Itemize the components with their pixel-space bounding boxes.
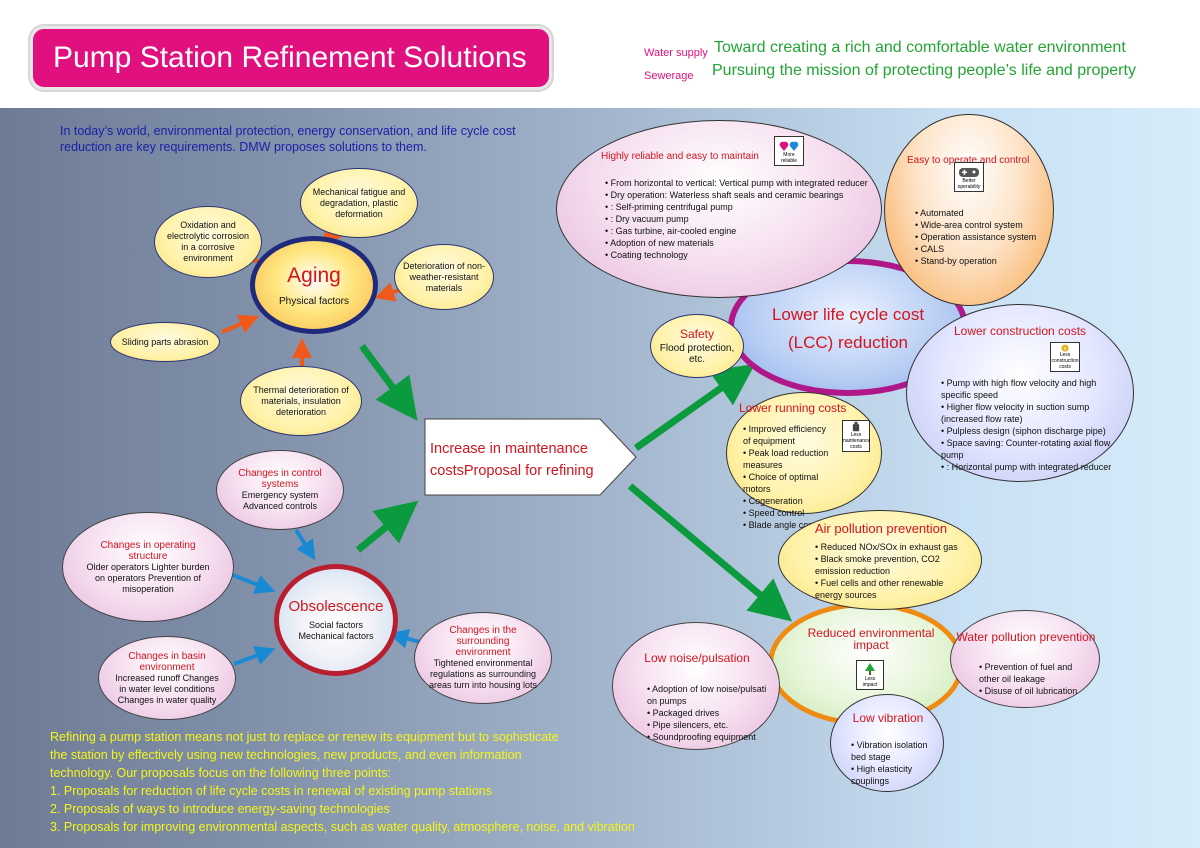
list-item: Operation assistance system — [915, 231, 1055, 243]
list-item: Speed control — [743, 507, 831, 519]
list-item: Prevention of fuel and other oil leakage — [979, 661, 1095, 685]
reliable-list: From horizontal to vertical: Vertical pu… — [605, 177, 875, 261]
construction-list: Pump with high flow velocity and high sp… — [941, 377, 1117, 473]
arrow-center-to-env — [627, 483, 793, 622]
vibration-list: Vibration isolation bed stageHigh elasti… — [851, 739, 937, 787]
list-item: Higher flow velocity in suction sump (in… — [941, 401, 1117, 425]
list-item: : Dry vacuum pump — [605, 213, 875, 225]
footer-line-2: the station by effectively using new tec… — [50, 748, 522, 762]
center-box-text: Increase in maintenance costsProposal fo… — [430, 441, 594, 479]
list-item: Improved efficiency of equipment — [743, 423, 831, 447]
footer-point-2: 2. Proposals of ways to introduce energy… — [50, 802, 390, 816]
arrow-control — [294, 528, 316, 561]
operate-list: AutomatedWide-area control systemOperati… — [915, 207, 1055, 267]
arrow-aging-to-center — [359, 343, 418, 421]
cause-basin-environment: Changes in basin environment Increased r… — [98, 636, 236, 720]
cause-sliding: Sliding parts abrasion — [110, 322, 220, 362]
list-item: Coating technology — [605, 249, 875, 261]
list-item: Reduced NOx/SOx in exhaust gas — [815, 541, 965, 553]
tag-water-supply: Water supply — [644, 47, 708, 59]
list-item: Choice of optimal motors — [743, 471, 831, 495]
cause-operating-structure: Changes in operating structure Older ope… — [62, 512, 234, 622]
intro-text: In today’s world, environmental protecti… — [60, 124, 516, 154]
list-item: Space saving: Counter-rotating axial flo… — [941, 437, 1117, 461]
footer-point-3: 3. Proposals for improving environmental… — [50, 820, 635, 834]
aging-node: Aging Physical factors — [250, 236, 378, 334]
noise-node: Low noise/pulsation Adoption of low nois… — [612, 622, 780, 750]
cause-control-systems: Changes in control systems Emergency sys… — [216, 450, 344, 530]
list-item: Fuel cells and other renewable energy so… — [815, 577, 965, 601]
tag-sewerage: Sewerage — [644, 70, 694, 82]
obsolescence-node: Obsolescence Social factors Mechanical f… — [274, 564, 398, 676]
footer-line-3: technology. Our proposals focus on the f… — [50, 766, 391, 780]
list-item: CALS — [915, 243, 1055, 255]
list-item: : Gas turbine, air-cooled engine — [605, 225, 875, 237]
list-item: Peak load reduction measures — [743, 447, 831, 471]
safety-node: Safety Flood protection, etc. — [650, 314, 744, 378]
arrow-center-to-lcc — [633, 363, 756, 451]
page-title: Pump Station Refinement Solutions — [30, 26, 552, 90]
list-item: Packaged drives — [647, 707, 767, 719]
tag-sewerage-text: Pursuing the mission of protecting peopl… — [712, 62, 1136, 79]
footer-line-1: Refining a pump station means not just t… — [50, 730, 559, 744]
list-item: Dry operation: Waterless shaft seals and… — [605, 189, 875, 201]
cause-thermal: Thermal deterioration of materials, insu… — [240, 366, 362, 436]
arrow-operating — [229, 572, 276, 594]
arrow-surrounding — [388, 628, 421, 649]
operate-node: Easy to operate and control AutomatedWid… — [884, 114, 1054, 306]
cause-deterioration: Deterioration of non-weather-resistant m… — [394, 244, 494, 310]
gamepad-icon: Better operability — [954, 162, 984, 192]
list-item: Adoption of new materials — [605, 237, 875, 249]
cause-oxidation: Oxidation and electrolytic corrosion in … — [154, 206, 262, 278]
reliable-node: Highly reliable and easy to maintain Fro… — [556, 120, 882, 298]
list-item: Pulpless design (siphon discharge pipe) — [941, 425, 1117, 437]
money-bag-icon: ¥ Less construction costs — [1050, 342, 1080, 372]
water-pollution-node: Water pollution prevention Prevention of… — [950, 610, 1100, 708]
list-item: Blade angle control — [743, 519, 831, 531]
list-item: Wide-area control system — [915, 219, 1055, 231]
arrow-basin — [233, 646, 276, 666]
vibration-node: Low vibration Vibration isolation bed st… — [830, 694, 944, 792]
water-list: Prevention of fuel and other oil leakage… — [979, 661, 1095, 697]
list-item: Cogeneration — [743, 495, 831, 507]
list-item: Black smoke prevention, CO2 emission red… — [815, 553, 965, 577]
construction-node: Lower construction costs Pump with high … — [906, 304, 1134, 482]
svg-text:¥: ¥ — [1064, 346, 1067, 351]
air-list: Reduced NOx/SOx in exhaust gasBlack smok… — [815, 541, 965, 601]
list-item: : Horizontal pump with integrated reduce… — [941, 461, 1117, 473]
list-item: Adoption of low noise/pulsati on pumps — [647, 683, 767, 707]
list-item: Disuse of oil lubrication — [979, 685, 1095, 697]
arrow-sliding — [221, 314, 260, 334]
running-list: Improved efficiency of equipmentPeak loa… — [743, 423, 831, 531]
list-item: Pump with high flow velocity and high sp… — [941, 377, 1117, 401]
list-item: Soundproofing equipment — [647, 731, 767, 743]
list-item: High elasticity couplings — [851, 763, 937, 787]
list-item: : Self-priming centrifugal pump — [605, 201, 875, 213]
list-item: Automated — [915, 207, 1055, 219]
cause-surrounding-environment: Changes in the surrounding environment T… — [414, 612, 552, 704]
arrow-deterioration — [374, 282, 401, 302]
tree-icon: Less impact — [856, 660, 884, 690]
running-node: Lower running costs Improved efficiency … — [726, 392, 882, 530]
list-item: Stand-by operation — [915, 255, 1055, 267]
tag-water-supply-text: Toward creating a rich and comfortable w… — [714, 39, 1126, 56]
list-item: Vibration isolation bed stage — [851, 739, 937, 763]
arrow-obsolescence-to-center — [355, 500, 419, 553]
oil-can-icon: Less maintenance costs — [842, 420, 870, 452]
cause-mechanical: Mechanical fatigue and degradation, plas… — [300, 168, 418, 238]
noise-list: Adoption of low noise/pulsati on pumpsPa… — [647, 683, 767, 743]
diagram-canvas: In today’s world, environmental protecti… — [0, 108, 1200, 848]
list-item: Pipe silencers, etc. — [647, 719, 767, 731]
center-box-shape — [424, 418, 637, 496]
air-pollution-node: Air pollution prevention Reduced NOx/SOx… — [778, 510, 982, 610]
footer-text: Refining a pump station means not just t… — [50, 728, 635, 836]
footer-point-1: 1. Proposals for reduction of life cycle… — [50, 784, 492, 798]
heart-icon: More reliable — [774, 136, 804, 166]
list-item: From horizontal to vertical: Vertical pu… — [605, 177, 875, 189]
